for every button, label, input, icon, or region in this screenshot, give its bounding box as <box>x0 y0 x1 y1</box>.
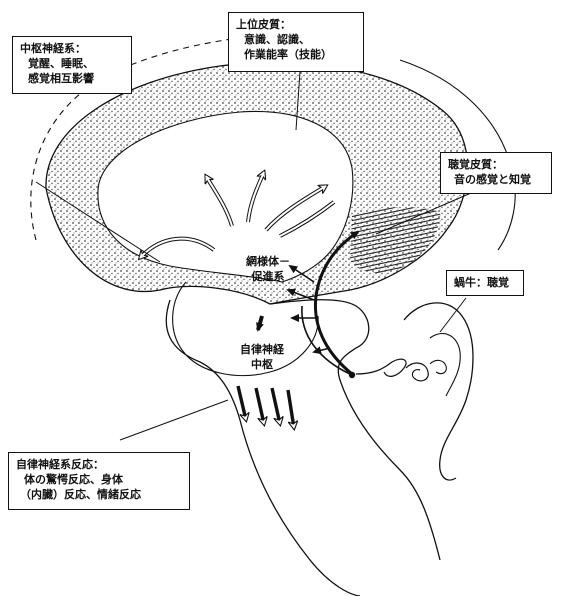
arrow-body-3 <box>272 388 280 424</box>
autonomic-response-line-2: （内臓）反応、情緒反応 <box>16 487 182 502</box>
cns-line-2: 感覚相互影響 <box>20 71 124 86</box>
auditory-cortex-label-box: 聴覚皮質： 音の感覚と知覚 <box>440 152 552 194</box>
higher-cortex-label-box: 上位皮質： 意識、認識、 作業能率（技能） <box>228 12 364 72</box>
ear-canal <box>356 359 406 376</box>
autonomic-response-label-box: 自律神経系反応： 体の驚愕反応、身体 （内臓）反応、情緒反応 <box>8 452 190 510</box>
cochlea-label-box: 蝸牛：聴覚 <box>446 270 524 296</box>
cns-label-box: 中枢神経系： 覚醒、睡眠、 感覚相互影響 <box>12 36 132 94</box>
autonomic-response-title: 自律神経系反応： <box>16 457 182 472</box>
higher-cortex-line-2: 作業能率（技能） <box>236 47 356 62</box>
arrow-down-center <box>258 316 262 330</box>
reticular-line-1: 網様体－ <box>232 254 304 269</box>
arrow-body-1 <box>238 386 246 420</box>
higher-cortex-title: 上位皮質： <box>236 17 356 32</box>
autonomic-response-line-1: 体の驚愕反応、身体 <box>16 472 182 487</box>
reticular-label: 網様体－ 促進系 <box>232 254 304 284</box>
auditory-cortex-region <box>350 207 440 273</box>
cns-title: 中枢神経系： <box>20 41 124 56</box>
cochlea-title: 蝸牛：聴覚 <box>454 275 516 290</box>
autonomic-center-label: 自律神経 中枢 <box>222 342 302 372</box>
higher-cortex-line-1: 意識、認識、 <box>236 32 356 47</box>
arrow-body-4 <box>288 390 294 428</box>
ear-outline <box>404 303 473 480</box>
cochlea-spiral <box>406 363 428 381</box>
brainstem <box>166 300 440 596</box>
auditory-cortex-line-1: 音の感覚と知覚 <box>448 172 544 187</box>
leader-autonomic <box>120 400 228 440</box>
autonomic-center-line-1: 自律神経 <box>222 342 302 357</box>
autonomic-center-line-2: 中枢 <box>222 357 302 372</box>
ossicles <box>430 360 446 373</box>
reticular-line-2: 促進系 <box>232 269 304 284</box>
cochlear-nucleus-dot <box>349 372 355 378</box>
arrow-body-2 <box>256 388 264 424</box>
auditory-cortex-title: 聴覚皮質： <box>448 157 544 172</box>
cns-line-1: 覚醒、睡眠、 <box>20 56 124 71</box>
